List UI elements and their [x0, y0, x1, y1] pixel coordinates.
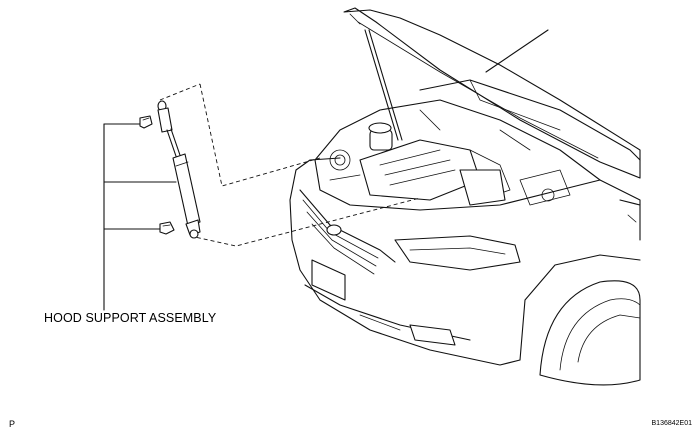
upper-connector-icon — [139, 115, 153, 129]
corner-marker: P — [9, 419, 16, 429]
vehicle-front-hood-open-icon — [289, 7, 641, 386]
callout-label: HOOD SUPPORT ASSEMBLY — [44, 311, 217, 325]
callout-bracket — [103, 123, 177, 311]
figure-code: B136842E01 — [651, 420, 692, 427]
lower-connector-icon — [159, 221, 175, 235]
gas-strut-icon — [157, 100, 201, 239]
lower-leader-line — [189, 197, 421, 247]
leader-lines — [159, 83, 421, 247]
upper-leader-line — [199, 83, 321, 187]
